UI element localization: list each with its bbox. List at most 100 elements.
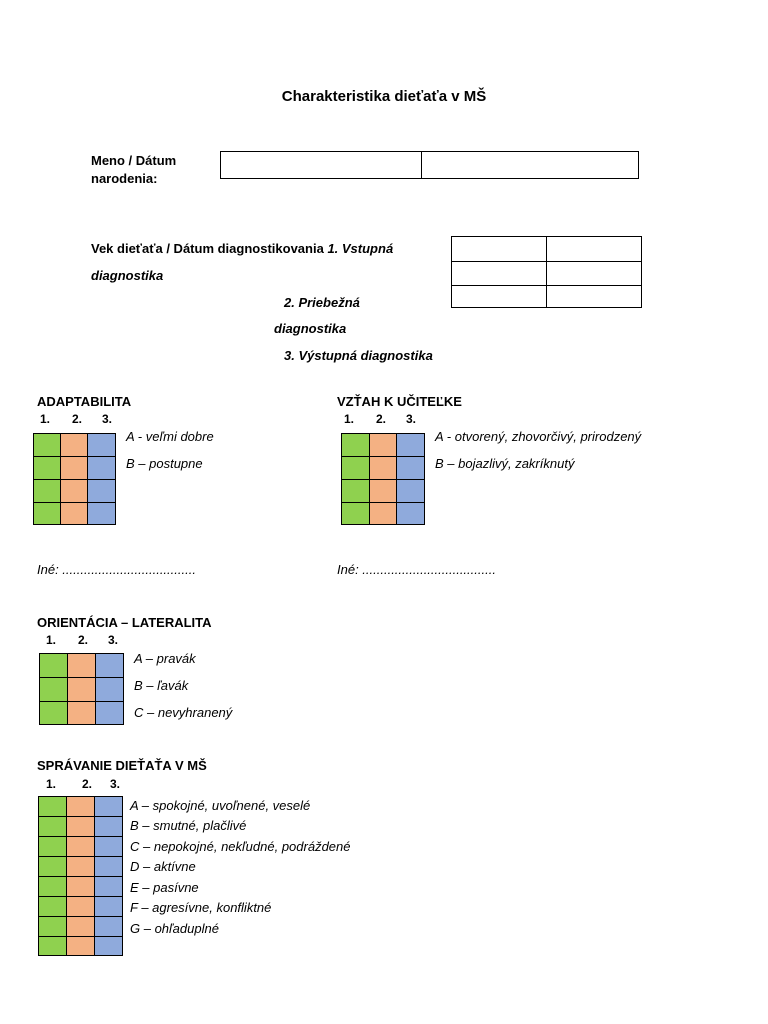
grid-cell[interactable] — [39, 677, 68, 702]
grid-cell[interactable] — [94, 936, 123, 956]
grid-cell[interactable] — [87, 456, 116, 480]
name-field[interactable] — [220, 151, 422, 179]
spravanie-option-a: A – spokojné, uvoľnené, veselé — [130, 798, 311, 813]
spravanie-option-f: F – agresívne, konfliktné — [130, 900, 272, 915]
diag3-date-field[interactable] — [546, 285, 642, 308]
grid-cell[interactable] — [39, 701, 68, 725]
col-number: 2. — [82, 777, 93, 791]
grid-cell[interactable] — [66, 876, 95, 897]
grid-cell[interactable] — [66, 896, 95, 917]
grid-cell[interactable] — [38, 856, 67, 877]
grid-cell[interactable] — [33, 433, 61, 457]
grid-cell[interactable] — [66, 816, 95, 837]
grid-cell[interactable] — [38, 916, 67, 937]
grid-cell[interactable] — [87, 433, 116, 457]
grid-cell[interactable] — [33, 502, 61, 525]
grid-cell[interactable] — [369, 479, 397, 503]
diag2-age-field[interactable] — [451, 261, 547, 286]
grid-cell[interactable] — [38, 796, 67, 817]
grid-cell[interactable] — [341, 479, 370, 503]
col-number: 1. — [46, 777, 57, 791]
vztah-option-b: B – bojazlivý, zakríknutý — [435, 456, 575, 471]
grid-cell[interactable] — [66, 936, 95, 956]
adaptabilita-option-b: B – postupne — [126, 456, 203, 471]
grid-cell[interactable] — [60, 479, 88, 503]
grid-cell[interactable] — [369, 502, 397, 525]
diag3: 3. Výstupná diagnostika — [284, 348, 433, 363]
diag1-age-field[interactable] — [451, 236, 547, 262]
grid-cell[interactable] — [60, 433, 88, 457]
diagnostics-fields — [451, 236, 642, 308]
col-number: 2. — [72, 412, 83, 426]
grid-cell[interactable] — [94, 916, 123, 937]
grid-cell[interactable] — [38, 936, 67, 956]
grid-cell[interactable] — [87, 502, 116, 525]
grid-cell[interactable] — [369, 456, 397, 480]
grid-cell[interactable] — [33, 479, 61, 503]
grid-cell[interactable] — [396, 502, 425, 525]
grid-cell[interactable] — [341, 433, 370, 457]
grid-cell[interactable] — [66, 836, 95, 857]
grid-cell[interactable] — [87, 479, 116, 503]
col-number: 3. — [406, 412, 417, 426]
adaptabilita-title: ADAPTABILITA — [37, 394, 132, 409]
grid-cell[interactable] — [94, 816, 123, 837]
grid-cell[interactable] — [66, 856, 95, 877]
grid-cell[interactable] — [67, 701, 96, 725]
grid-cell[interactable] — [341, 456, 370, 480]
grid-cell[interactable] — [94, 856, 123, 877]
grid-cell[interactable] — [94, 876, 123, 897]
col-number: 1. — [40, 412, 51, 426]
grid-cell[interactable] — [38, 836, 67, 857]
grid-cell[interactable] — [396, 433, 425, 457]
diag1-date-field[interactable] — [546, 236, 642, 262]
orientacia-option-a: A – pravák — [134, 651, 196, 666]
grid-cell[interactable] — [369, 433, 397, 457]
grid-cell[interactable] — [341, 502, 370, 525]
vztah-grid — [341, 433, 425, 525]
grid-cell[interactable] — [94, 796, 123, 817]
grid-cell[interactable] — [67, 677, 96, 702]
diag2-date-field[interactable] — [546, 261, 642, 286]
spravanie-option-c: C – nepokojné, nekľudné, podráždené — [130, 839, 351, 854]
grid-cell[interactable] — [66, 796, 95, 817]
name-label-line1: Meno / Dátum — [91, 153, 177, 168]
spravanie-option-e: E – pasívne — [130, 880, 199, 895]
spravanie-option-b: B – smutné, plačlivé — [130, 818, 247, 833]
grid-cell[interactable] — [396, 479, 425, 503]
page-title: Charakteristika dieťaťa v MŠ — [281, 88, 487, 105]
grid-cell[interactable] — [94, 836, 123, 857]
grid-cell[interactable] — [95, 653, 124, 678]
grid-cell[interactable] — [60, 502, 88, 525]
grid-cell[interactable] — [95, 677, 124, 702]
diag2-b: diagnostika — [274, 321, 347, 336]
grid-cell[interactable] — [67, 653, 96, 678]
diag1-a: 1. Vstupná — [327, 241, 394, 256]
grid-cell[interactable] — [95, 701, 124, 725]
orientacia-option-c: C – nevyhranený — [134, 705, 233, 720]
grid-cell[interactable] — [39, 653, 68, 678]
grid-cell[interactable] — [38, 876, 67, 897]
col-number: 1. — [46, 633, 57, 647]
diag3-age-field[interactable] — [451, 285, 547, 308]
col-number: 3. — [108, 633, 119, 647]
age-label: Vek dieťaťa / Dátum diagnostikovania — [91, 241, 324, 256]
grid-cell[interactable] — [94, 896, 123, 917]
grid-cell[interactable] — [33, 456, 61, 480]
diag2-a: 2. Priebežná — [284, 295, 360, 310]
vztah-other: Iné: ...................................… — [337, 562, 496, 577]
vztah-option-a: A - otvorený, zhovorčivý, prirodzený — [435, 429, 642, 444]
orientacia-option-b: B – ľavák — [134, 678, 189, 693]
grid-cell[interactable] — [66, 916, 95, 937]
grid-cell[interactable] — [396, 456, 425, 480]
adaptabilita-option-a: A - veľmi dobre — [126, 429, 214, 444]
spravanie-title: SPRÁVANIE DIEŤAŤA V MŠ — [37, 758, 207, 773]
vztah-column-numbers: 1. 2. 3. — [344, 412, 416, 426]
birth-date-field[interactable] — [421, 151, 639, 179]
col-number: 2. — [376, 412, 387, 426]
spravanie-option-d: D – aktívne — [130, 859, 196, 874]
grid-cell[interactable] — [60, 456, 88, 480]
grid-cell[interactable] — [38, 816, 67, 837]
grid-cell[interactable] — [38, 896, 67, 917]
name-label-line2: narodenia: — [91, 171, 158, 186]
